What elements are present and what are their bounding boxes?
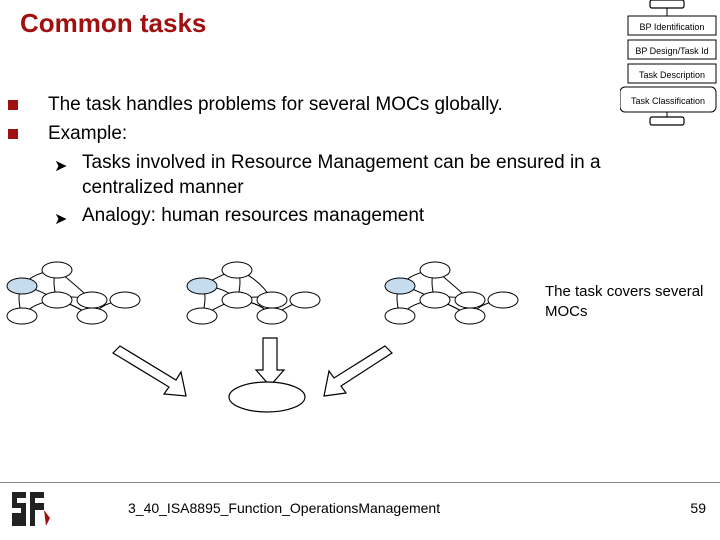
moc-node — [384, 307, 416, 325]
step-label-4: Task Classification — [631, 96, 705, 106]
moc-node — [289, 291, 321, 309]
slide-title: Common tasks — [20, 8, 207, 38]
moc-node — [76, 307, 108, 325]
footer-filename: 3_40_ISA8895_Function_OperationsManageme… — [128, 500, 441, 516]
sub-bullet-text: Analogy: human resources management — [82, 205, 425, 226]
moc-node — [41, 291, 73, 309]
moc-node — [256, 307, 288, 325]
cover-caption: The task covers several MOCs — [545, 283, 704, 320]
moc-node — [6, 307, 38, 325]
moc-node — [186, 307, 218, 325]
footer-divider — [0, 482, 720, 483]
step-connector-bottom — [649, 116, 685, 126]
moc-node — [419, 291, 451, 309]
moc-graph — [186, 261, 321, 325]
moc-node — [109, 291, 141, 309]
moc-node — [256, 291, 288, 309]
step-label-3: Task Description — [639, 70, 705, 80]
moc-node — [419, 261, 451, 279]
moc-node — [454, 307, 486, 325]
moc-node — [186, 277, 218, 295]
step-connector-top — [649, 0, 685, 9]
moc-graph — [384, 261, 519, 325]
moc-node — [76, 291, 108, 309]
moc-node — [6, 277, 38, 295]
moc-node — [221, 261, 253, 279]
arrow-bullet-icon: ➤ — [54, 158, 68, 175]
bullet-square — [8, 129, 18, 139]
step-box-4 — [620, 86, 717, 113]
moc-diagram — [6, 261, 519, 413]
step-label-2: BP Design/Task Id — [635, 46, 708, 56]
left-converging-arrow — [112, 345, 187, 397]
step-label-1: BP Identification — [640, 22, 705, 32]
step-box-1 — [627, 15, 717, 36]
page-number: 59 — [690, 500, 706, 516]
common-task-node — [228, 381, 306, 413]
sfy-logo-icon — [12, 492, 50, 526]
moc-node — [454, 291, 486, 309]
bullet-text: Example: — [48, 123, 128, 144]
right-converging-arrow — [323, 345, 393, 397]
moc-node — [487, 291, 519, 309]
sub-bullet-text: Tasks involved in Resource Management ca… — [82, 152, 601, 198]
step-box-2 — [627, 39, 717, 60]
step-box-3 — [627, 63, 717, 84]
arrow-bullet-icon: ➤ — [54, 211, 68, 228]
bullet-text: The task handles problems for several MO… — [48, 94, 503, 115]
moc-graph — [6, 261, 141, 325]
moc-node — [221, 291, 253, 309]
moc-node — [41, 261, 73, 279]
center-down-arrow — [254, 337, 286, 387]
process-steps: BP Identification BP Design/Task Id Task… — [620, 0, 717, 126]
bullet-square — [8, 100, 18, 110]
moc-node — [384, 277, 416, 295]
